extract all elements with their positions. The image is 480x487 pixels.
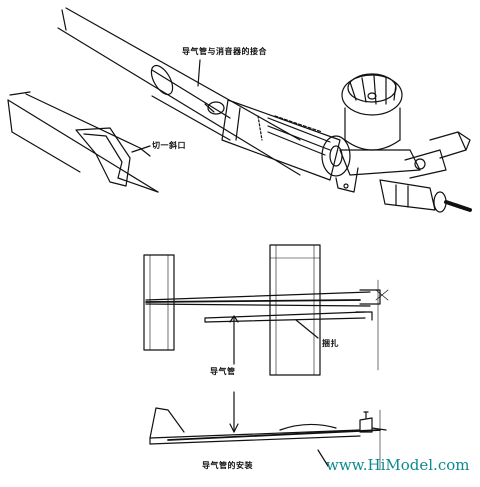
plane-side-view (149, 391, 387, 471)
engine (335, 73, 472, 213)
watermark-text: www.HiModel.com (326, 456, 470, 474)
label-exhaust-muffler-joint: 导气管与消音器的接合 (182, 47, 267, 56)
joint-leader-line (197, 59, 201, 87)
muffler-body (221, 99, 351, 181)
plane-top-view (143, 244, 389, 376)
long-exhaust-tube (57, 7, 301, 176)
cut-tube-end (7, 91, 159, 193)
label-cut-slanted-opening: 切一斜口 (152, 141, 186, 150)
label-tie-wire: 捆扎 (322, 339, 339, 348)
tie-leader-line (295, 319, 319, 339)
label-exhaust-tube: 导气管 (210, 367, 236, 376)
label-exhaust-tube-installation: 导气管的安装 (202, 461, 253, 470)
cut-leader-line (131, 145, 151, 153)
